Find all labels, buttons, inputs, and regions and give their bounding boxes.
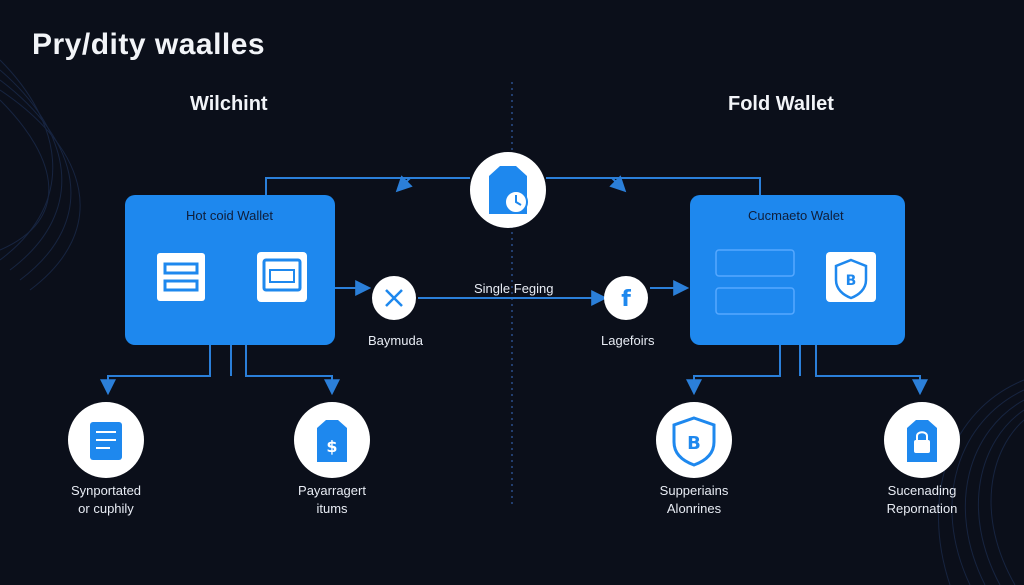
bitcoin-shield-icon-bottom[interactable]: B (656, 402, 732, 478)
server-icon (157, 253, 205, 301)
bitcoin-shield-icon: B (826, 252, 876, 302)
svg-text:B: B (846, 273, 857, 289)
svg-text:$: $ (326, 437, 337, 456)
left-connector-label: Baymuda (368, 333, 423, 348)
dollar-tag-icon[interactable]: $ (294, 402, 370, 478)
left-column-heading: Wilchint (190, 93, 268, 115)
card-terminal-icon (257, 252, 307, 302)
document-icon[interactable] (68, 402, 144, 478)
decor-swirl-right (938, 379, 1024, 585)
middle-connector (334, 280, 690, 306)
lock-tag-icon[interactable] (884, 402, 960, 478)
right-item-1-line2: Alonrines (666, 501, 722, 516)
left-wallet-box[interactable] (125, 195, 335, 345)
svg-text:B: B (687, 433, 701, 454)
right-item-2-line1: Sucenading (887, 483, 957, 498)
left-item-2-caption: Payarragert itums (262, 482, 402, 518)
left-item-1-caption: Synportated or cuphily (36, 482, 176, 518)
top-connector (265, 175, 761, 195)
svg-text:f: f (621, 287, 631, 312)
right-box-slot-1 (715, 249, 795, 277)
right-wallet-box[interactable] (690, 195, 905, 345)
right-connector-label: Lagefoirs (601, 333, 655, 348)
right-item-2-line2: Repornation (886, 501, 958, 516)
right-item-1-caption: Supperiains Alonrines (624, 482, 764, 518)
facebook-f-icon[interactable]: f (604, 276, 648, 320)
right-bottom-connectors (686, 345, 928, 396)
page-title: Pry/dity waalles (32, 28, 266, 61)
left-item-1-line2: or cuphily (78, 501, 134, 516)
right-column-heading: Fold Wallet (728, 93, 834, 115)
left-bottom-connectors (100, 345, 340, 396)
left-item-1-line1: Synportated (70, 483, 142, 498)
left-item-2-line1: Payarragert (298, 483, 366, 498)
right-item-1-line1: Supperiains (659, 483, 729, 498)
decor-swirl-left (0, 59, 81, 291)
left-item-2-line2: itums (316, 501, 348, 516)
close-x-icon[interactable] (372, 276, 416, 320)
right-box-slot-2 (715, 287, 795, 315)
right-box-label: Cucmaeto Walet (748, 208, 844, 223)
center-connector-label: Single Feging (474, 281, 554, 296)
tag-clock-icon[interactable] (470, 152, 546, 228)
right-item-2-caption: Sucenading Repornation (852, 482, 992, 518)
left-box-label: Hot coid Wallet (186, 208, 273, 223)
